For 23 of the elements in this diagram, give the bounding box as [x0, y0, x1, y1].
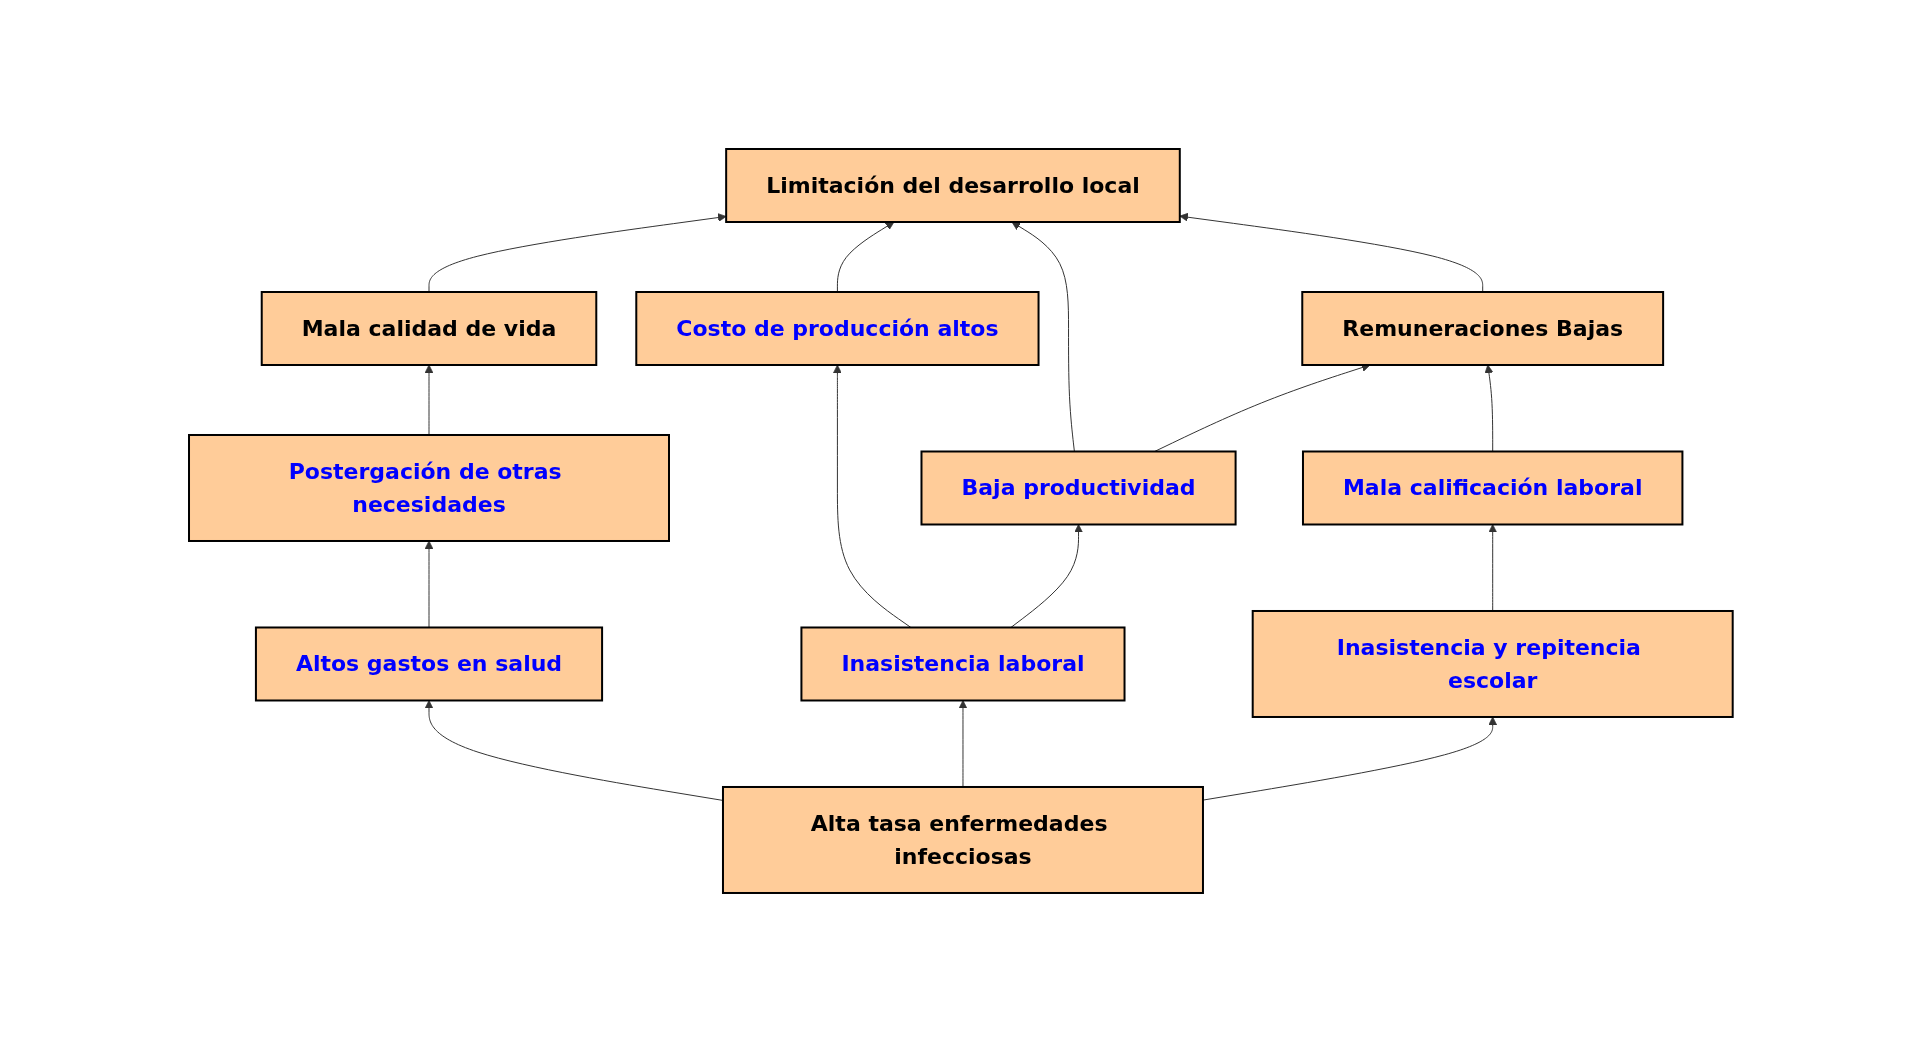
arrow	[428, 213, 727, 293]
arrow	[1011, 221, 1075, 452]
arrow	[836, 221, 894, 293]
arrow	[1179, 212, 1483, 293]
node-box: Alta tasa enfermedades infecciosas	[721, 786, 1204, 894]
arrow	[1484, 364, 1493, 452]
node-box: Limitación del desarrollo local	[724, 148, 1181, 223]
arrow	[1202, 716, 1497, 801]
node-box: Altos gastos en salud	[254, 626, 603, 702]
node-box: Remuneraciones Bajas	[1300, 291, 1664, 366]
node-box: Costo de producción altos	[634, 291, 1040, 366]
arrow	[1010, 524, 1083, 628]
node-box: Mala calificación laboral	[1301, 450, 1684, 526]
arrow	[958, 700, 967, 788]
node-box: Mala calidad de vida	[260, 291, 597, 366]
arrow	[424, 364, 434, 436]
node-box: Postergación de otras necesidades	[187, 434, 670, 542]
arrow	[424, 540, 434, 628]
arrow	[1487, 524, 1497, 612]
node-box: Baja productividad	[920, 450, 1237, 526]
node-box: Inasistencia y repitencia escolar	[1251, 610, 1734, 718]
node-box: Inasistencia laboral	[800, 626, 1126, 702]
arrow	[832, 364, 912, 628]
